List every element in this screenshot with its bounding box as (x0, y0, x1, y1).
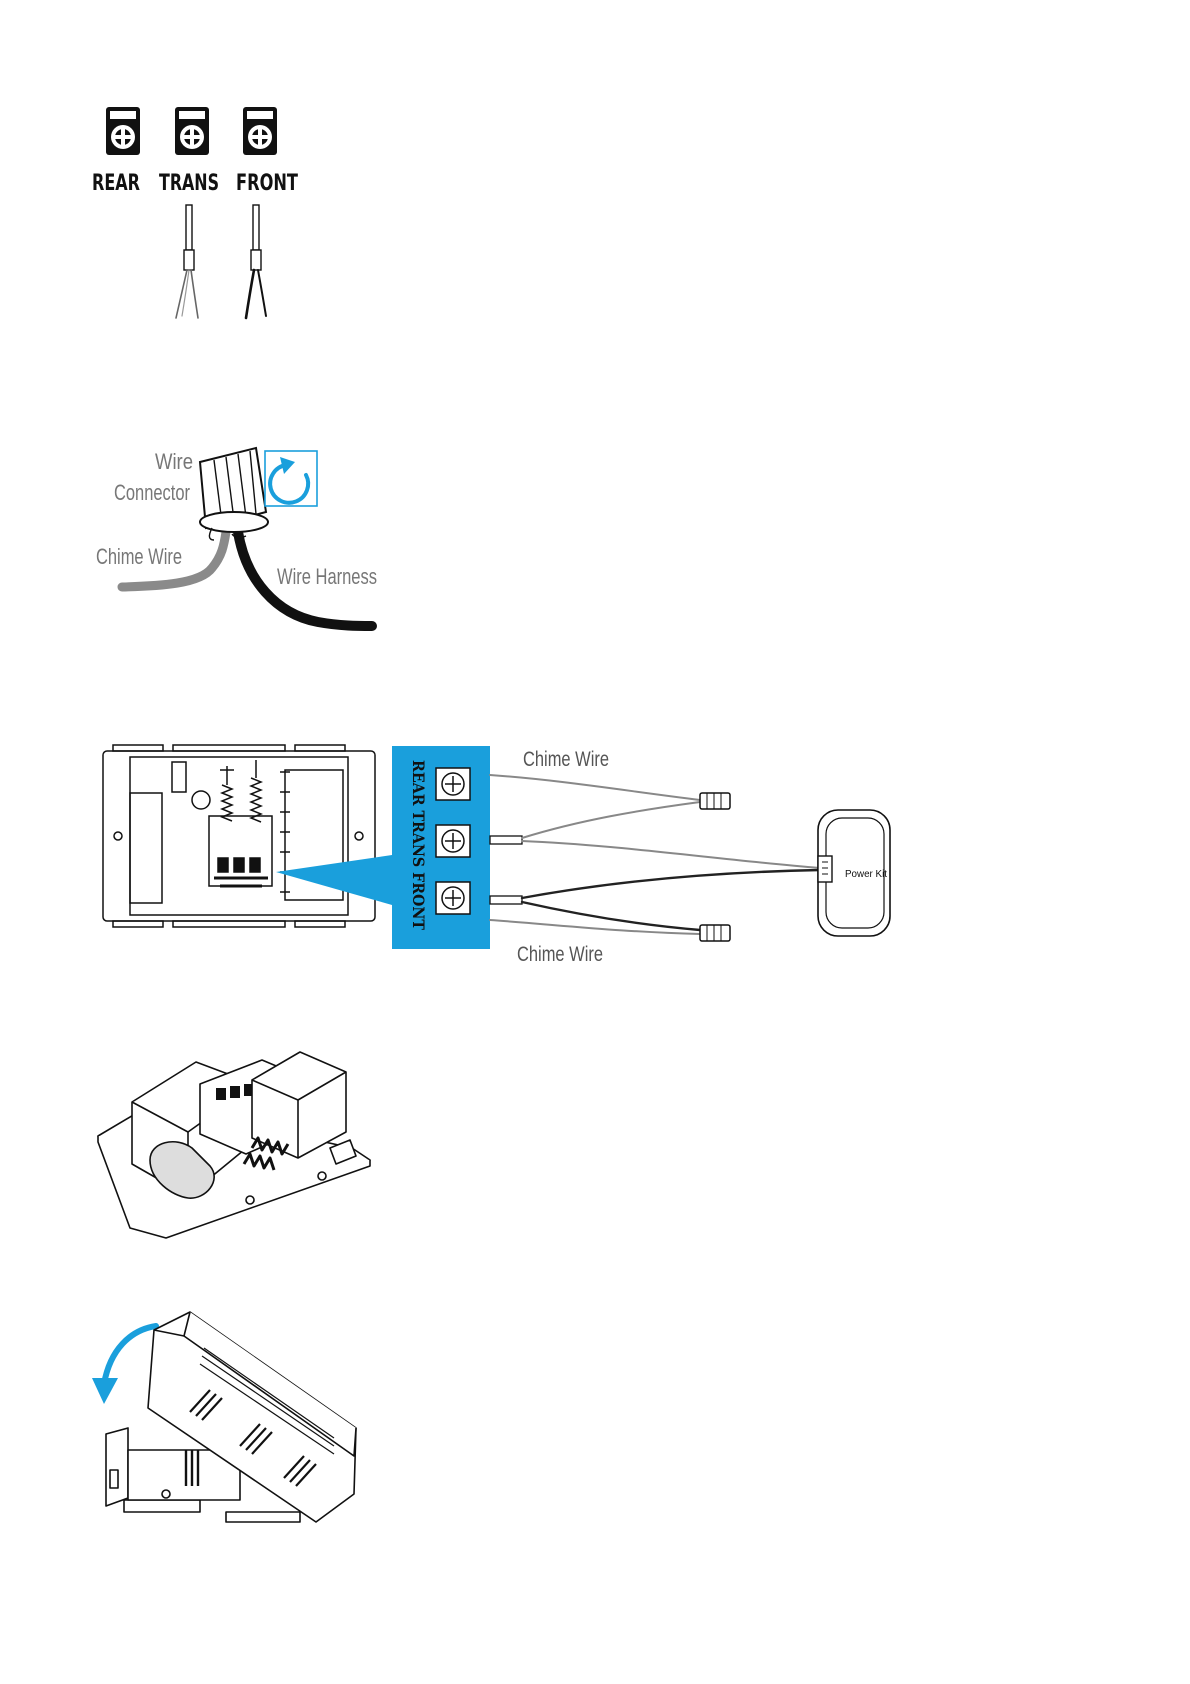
front-label: FRONT (236, 171, 298, 196)
chime-wire-shape (122, 532, 226, 587)
trans-label: TRANS (159, 171, 219, 196)
chime-wire-bottom-label: Chime Wire (517, 943, 603, 966)
chime-wire-label: Chime Wire (96, 544, 182, 569)
trans-terminal-icon (175, 107, 209, 155)
chime-wire-top-label: Chime Wire (523, 748, 609, 771)
trans-wire-pair (176, 205, 198, 318)
front-terminal-icon (243, 107, 277, 155)
rotate-clockwise-icon (265, 451, 317, 506)
wire-connector-label-line1: Wire (155, 449, 193, 474)
rear-terminal-icon (106, 107, 140, 155)
bottom-wire-nut-icon (700, 925, 730, 941)
rear-label: REAR (92, 171, 140, 196)
band-trans-screw-icon (436, 825, 470, 857)
power-kit-device (818, 810, 890, 936)
wire-connector-label-line2: Connector (114, 480, 190, 505)
wire-harness-shape (238, 532, 372, 626)
band-rear-screw-icon (436, 768, 470, 800)
front-wire-pair (246, 205, 266, 318)
close-cover-arrow-icon (92, 1326, 156, 1404)
wire-harness-label: Wire Harness (277, 564, 377, 589)
terminal-band (392, 746, 490, 949)
band-label: REAR TRANS FRONT (409, 760, 428, 930)
wire-connector-icon (200, 448, 268, 540)
band-front-screw-icon (436, 882, 470, 914)
zoom-wedge (276, 855, 392, 905)
chime-box (103, 745, 375, 927)
wiring-lines (490, 775, 820, 934)
power-kit-label: Power Kit (845, 869, 887, 880)
top-wire-nut-icon (700, 793, 730, 809)
